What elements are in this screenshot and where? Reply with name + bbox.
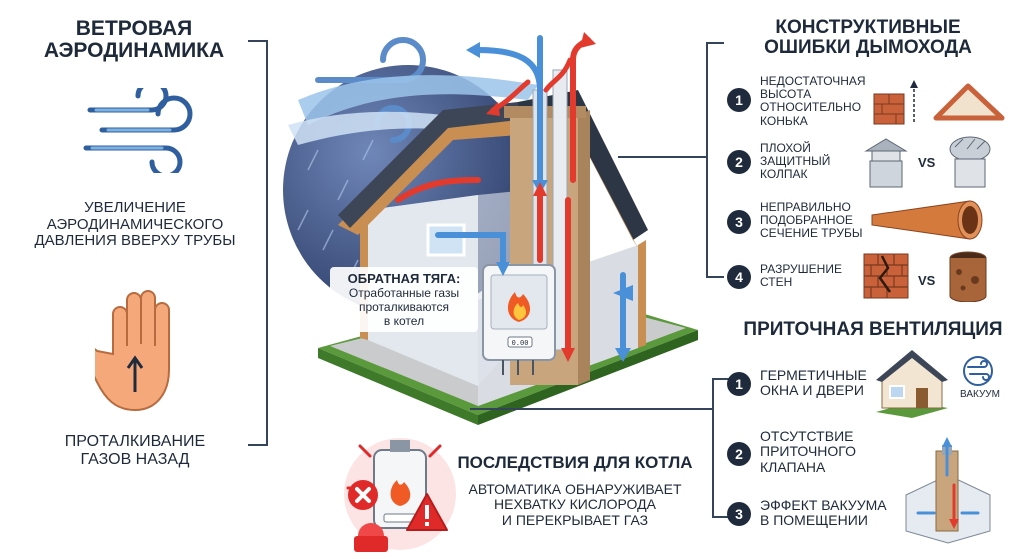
construction-item-4-vs: VS: [918, 273, 936, 288]
pipe-cross-section-icon: [871, 200, 983, 240]
consequences-line3: И ПЕРЕКРЫВАЕТ ГАЗ: [501, 511, 649, 528]
construction-title: КОНСТРУКТИВНЫЕ ОШИБКИ ДЫМОХОДА: [738, 18, 998, 58]
chimney-cap-good-icon: [949, 136, 991, 188]
construction-item-4-line1: РАЗРУШЕНИЕ: [760, 262, 842, 276]
wind-effect-line1: УВЕЛИЧЕНИЕ: [84, 199, 186, 216]
hand-stop-icon: [95, 290, 170, 412]
construction-item-2-text: ПЛОХОЙ ЗАЩИТНЫЙ КОЛПАК: [760, 141, 831, 182]
ventilation-item-3-number: 3: [727, 502, 751, 526]
vacuum-icon: [963, 356, 993, 386]
house-roof: [338, 110, 518, 235]
construction-item-3-line2: ПОДОБРАННОЕ: [760, 213, 853, 228]
chimney-cap-bad-icon: [864, 138, 908, 188]
ventilation-item-2-line3: КЛАПАНА: [760, 458, 826, 475]
construction-item-2-line1: ПЛОХОЙ: [760, 141, 811, 155]
wind-title: ВЕТРОВАЯ АЭРОДИНАМИКА: [34, 17, 234, 63]
wind-gust-icon: [83, 88, 193, 173]
construction-item-2-line2: ЗАЩИТНЫЙ: [760, 154, 831, 169]
consequences-title: ПОСЛЕДСТВИЯ ДЛЯ КОТЛА: [457, 453, 693, 472]
ventilation-item-1-line1: ГЕРМЕТИЧНЫЕ: [760, 367, 867, 383]
sealed-house-icon: [876, 350, 948, 418]
boiler-display: 0.00: [512, 339, 529, 347]
construction-item-3-line1: НЕПРАВИЛЬНО: [760, 200, 851, 214]
wind-bracket: [248, 40, 268, 446]
wind-effect-line3: ДАВЛЕНИЯ ВВЕРХУ ТРУБЫ: [34, 232, 236, 249]
consequences-line2: НЕХВАТКУ КИСЛОРОДА: [494, 496, 656, 513]
wind-effect-text: УВЕЛИЧЕНИЕ АЭРОДИНАМИЧЕСКОГО ДАВЛЕНИЯ ВВ…: [30, 199, 240, 250]
ventilation-item-3-line2: В ПОМЕЩЕНИИ: [760, 512, 868, 529]
backdraft-line2: проталкиваются: [358, 300, 450, 314]
construction-item-1-text: НЕДОСТАТОЧНАЯ ВЫСОТА ОТНОСИТЕЛЬНО КОНЬКА: [760, 74, 866, 128]
boiler-shutdown-icon: [344, 438, 456, 552]
backdraft-title: ОБРАТНАЯ ТЯГА:: [347, 271, 461, 286]
construction-item-1-line3: ОТНОСИТЕЛЬНО: [760, 100, 862, 115]
construction-title-line2: ОШИБКИ ДЫМОХОДА: [764, 36, 972, 58]
construction-item-1-line2: ВЫСОТА: [760, 87, 812, 102]
wind-push-line1: ПРОТАЛКИВАНИЕ: [64, 433, 206, 450]
brick-wall-damaged-icon: [863, 253, 909, 299]
wind-title-line1: ВЕТРОВАЯ: [75, 17, 193, 40]
construction-item-1-line1: НЕДОСТАТОЧНАЯ: [760, 74, 866, 88]
construction-item-3-text: НЕПРАВИЛЬНО ПОДОБРАННОЕ СЕЧЕНИЕ ТРУБЫ: [760, 200, 863, 241]
construction-item-1-line4: КОНЬКА: [760, 113, 808, 128]
ventilation-bracket: [712, 378, 730, 518]
construction-item-2-number: 2: [727, 150, 751, 174]
wind-title-line2: АЭРОДИНАМИКА: [43, 39, 225, 63]
ventilation-item-1-text: ГЕРМЕТИЧНЫЕ ОКНА И ДВЕРИ: [760, 367, 867, 399]
ventilation-item-1-line2: ОКНА И ДВЕРИ: [760, 382, 864, 399]
construction-bracket: [706, 42, 724, 278]
ventilation-item-3-text: ЭФФЕКТ ВАКУУМА В ПОМЕЩЕНИИ: [760, 497, 887, 529]
wind-push-line2: ГАЗОВ НАЗАД: [80, 450, 190, 468]
construction-item-1-number: 1: [727, 88, 751, 112]
construction-title-line1: КОНСТРУКТИВНЫЕ: [775, 17, 961, 38]
ventilation-item-2-line2: ПРИТОЧНОГО: [760, 443, 856, 460]
backdraft-line3: в котел: [383, 314, 425, 328]
backdraft-line1: Отработанные газы: [348, 286, 460, 300]
construction-item-3-line3: СЕЧЕНИЕ ТРУБЫ: [760, 226, 863, 241]
construction-item-2-vs: VS: [918, 155, 936, 170]
ventilation-item-1-number: 1: [727, 372, 751, 396]
house-illustration: 0.00: [283, 32, 698, 425]
ventilation-item-2-number: 2: [727, 442, 751, 466]
construction-connector: [618, 156, 706, 158]
construction-item-4-number: 4: [727, 265, 751, 289]
error-x-icon: [348, 480, 378, 510]
ventilation-item-2-text: ОТСУТСТВИЕ ПРИТОЧНОГО КЛАПАНА: [760, 428, 856, 475]
vacuum-label: ВАКУУМ: [960, 389, 1000, 400]
ventilation-title: ПРИТОЧНАЯ ВЕНТИЛЯЦИЯ: [743, 319, 1003, 340]
warning-triangle-icon: [406, 493, 448, 531]
ventilation-connector: [470, 408, 712, 410]
wind-push-text: ПРОТАЛКИВАНИЕ ГАЗОВ НАЗАД: [40, 433, 230, 468]
room-vacuum-icon: [905, 437, 991, 544]
ventilation-item-2-line1: ОТСУТСТВИЕ: [760, 428, 854, 444]
pipe-corroded-icon: [949, 251, 987, 302]
construction-item-4-text: РАЗРУШЕНИЕ СТЕН: [760, 262, 842, 290]
consequences-line1: АВТОМАТИКА ОБНАРУЖИВАЕТ: [468, 481, 682, 497]
construction-item-3-number: 3: [727, 210, 751, 234]
construction-item-4-line2: СТЕН: [760, 275, 793, 290]
construction-item-2-line3: КОЛПАК: [760, 167, 808, 182]
wind-effect-line2: АЭРОДИНАМИЧЕСКОГО: [46, 215, 224, 233]
consequences-text: АВТОМАТИКА ОБНАРУЖИВАЕТ НЕХВАТКУ КИСЛОРО…: [455, 481, 695, 528]
chimney-height-icon: [873, 80, 1005, 125]
ventilation-item-3-line1: ЭФФЕКТ ВАКУУМА: [760, 497, 887, 513]
backdraft-callout: ОБРАТНАЯ ТЯГА: Отработанные газы проталк…: [330, 267, 478, 332]
